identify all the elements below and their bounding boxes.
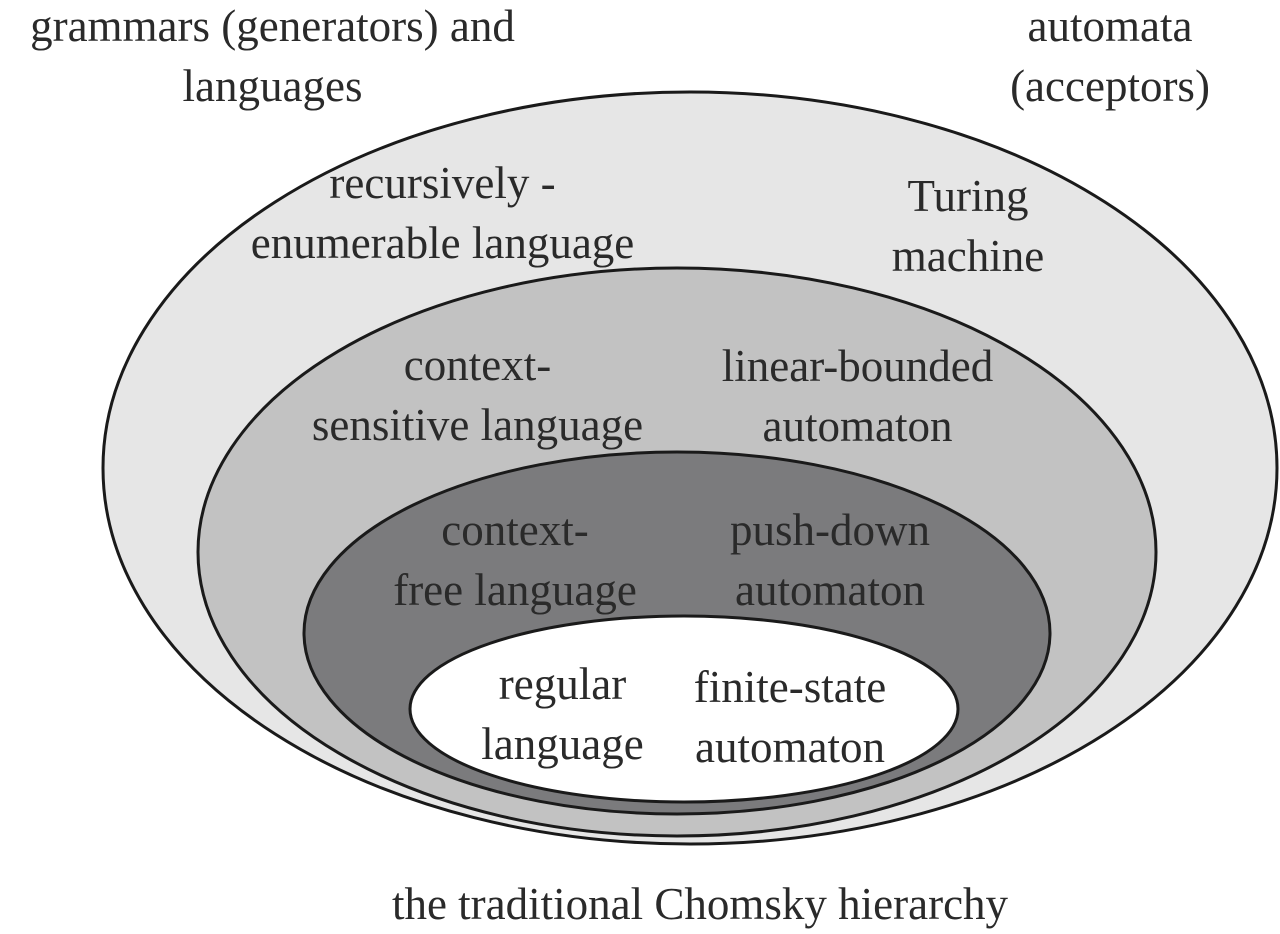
recursively-enumerable-language-label: recursively - enumerable language — [205, 153, 680, 273]
automata-heading-line-1: automata — [1027, 1, 1193, 51]
level-2-language-line-1: context- — [441, 505, 589, 555]
level-3-language-line-1: regular — [498, 659, 627, 709]
level-0-language-line-1: recursively - — [329, 158, 556, 208]
linear-bounded-automaton-label: linear-bounded automaton — [680, 336, 1035, 456]
level-0-automaton-line-2: machine — [891, 231, 1045, 281]
level-0-language-line-2: enumerable language — [250, 218, 635, 268]
level-2-automaton-line-2: automaton — [735, 565, 925, 615]
grammars-heading-line-2: languages — [182, 61, 363, 111]
level-3-language-line-2: language — [481, 719, 644, 769]
grammars-heading-line-1: grammars (generators) and — [30, 1, 515, 51]
context-sensitive-language-label: context- sensitive language — [270, 335, 685, 455]
level-1-language-line-1: context- — [403, 340, 552, 390]
level-1-automaton-line-2: automaton — [762, 401, 953, 451]
regular-language-label: regular language — [455, 654, 670, 774]
grammars-heading: grammars (generators) and languages — [0, 0, 545, 116]
automata-heading: automata (acceptors) — [990, 0, 1230, 116]
level-1-language-line-2: sensitive language — [311, 400, 644, 450]
context-free-language-label: context- free language — [355, 500, 675, 620]
level-1-automaton-line-1: linear-bounded — [721, 341, 994, 391]
level-3-automaton-line-2: automaton — [695, 722, 885, 772]
turing-machine-label: Turing machine — [858, 166, 1078, 286]
level-2-language-line-2: free language — [393, 565, 637, 615]
automata-heading-line-2: (acceptors) — [1010, 61, 1210, 111]
level-ellipse-regular — [408, 614, 960, 804]
level-3-automaton-line-1: finite-state — [693, 662, 887, 712]
push-down-automaton-label: push-down automaton — [700, 500, 960, 620]
level-2-automaton-line-1: push-down — [730, 505, 930, 555]
diagram-caption: the traditional Chomsky hierarchy — [391, 879, 1009, 929]
finite-state-automaton-label: finite-state automaton — [665, 657, 915, 777]
level-0-automaton-line-1: Turing — [907, 171, 1029, 221]
